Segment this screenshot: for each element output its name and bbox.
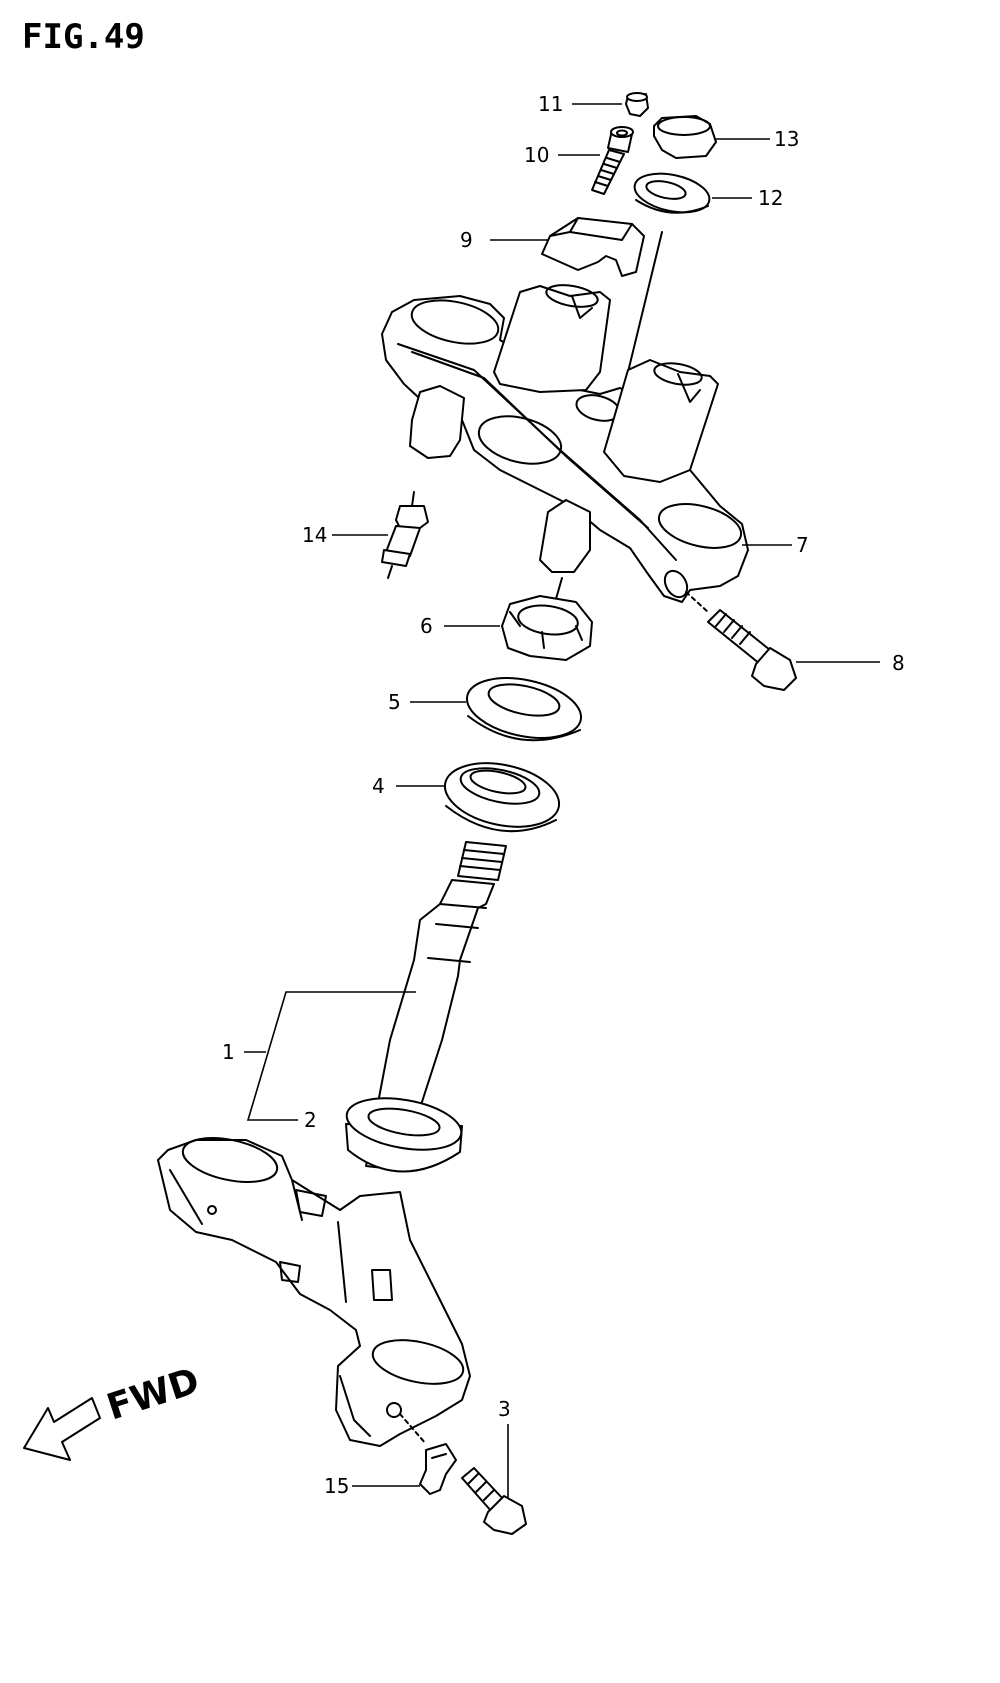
callout-2: 2 <box>304 1108 317 1132</box>
part-8-bolt <box>685 591 797 691</box>
callout-4: 4 <box>372 774 385 798</box>
part-14-fitting <box>381 491 429 579</box>
callout-3: 3 <box>498 1397 511 1421</box>
part-11-cap <box>625 92 649 117</box>
callout-6: 6 <box>420 614 433 638</box>
callout-8: 8 <box>892 651 905 675</box>
part-4-bearing <box>443 762 561 833</box>
figure-title: FIG.49 <box>22 17 145 57</box>
part-10-bolt <box>591 126 634 195</box>
part-9-clamp <box>541 217 645 277</box>
callout-12: 12 <box>758 186 783 210</box>
part-13-nut-cap <box>653 115 717 159</box>
callout-9: 9 <box>460 228 473 252</box>
lower-bracket <box>157 1137 471 1447</box>
part-3-bolt <box>461 1467 527 1535</box>
part-12-washer <box>633 172 711 214</box>
callout-1: 1 <box>222 1040 235 1064</box>
part-2-bearing <box>345 1097 463 1173</box>
callout-15: 15 <box>324 1474 349 1498</box>
part-6-nut <box>501 595 593 661</box>
forward-direction-label: FWD <box>102 1360 204 1428</box>
part-5-seal <box>465 677 583 742</box>
callout-7: 7 <box>796 533 809 557</box>
callout-14: 14 <box>302 523 327 547</box>
part-7-upper-bracket <box>381 284 749 603</box>
forward-arrow-icon <box>23 1397 101 1461</box>
callout-11: 11 <box>538 92 563 116</box>
callout-10: 10 <box>524 143 549 167</box>
part-15-clip <box>399 1413 457 1495</box>
callout-5: 5 <box>388 690 401 714</box>
callout-13: 13 <box>774 127 799 151</box>
